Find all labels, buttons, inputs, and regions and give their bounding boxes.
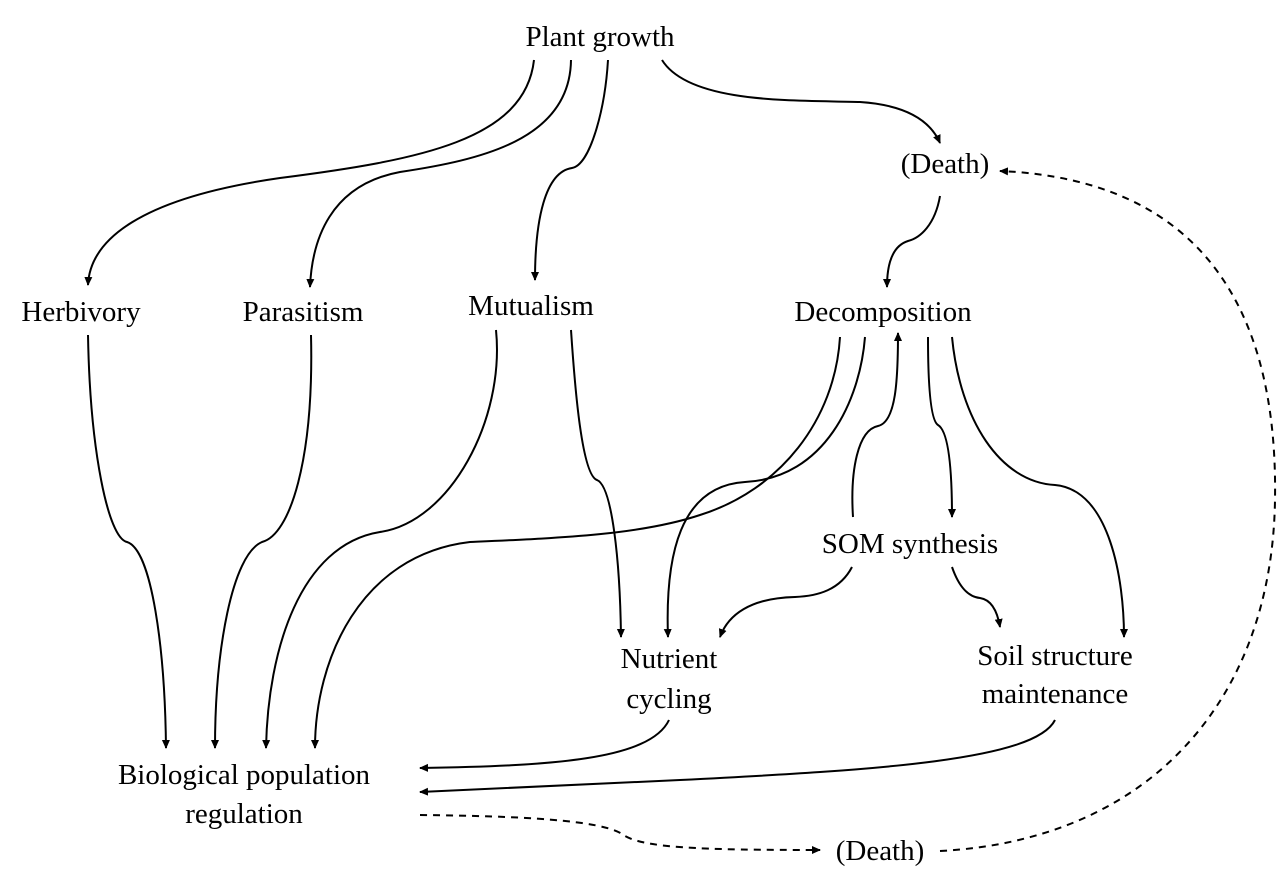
- node-death-bottom: (Death): [836, 835, 925, 867]
- edge-plant-to-herbivory: [84, 59, 535, 286]
- edge-herbivory-to-biopop: [87, 334, 170, 749]
- edge-som-to-soil: [951, 566, 1003, 628]
- edge-decomposition-to-soil: [951, 336, 1128, 638]
- node-plant-growth: Plant growth: [525, 21, 675, 53]
- node-nutrient-cycling-line1: Nutrient: [621, 643, 718, 675]
- edge-decomposition-to-nutrient: [663, 336, 866, 638]
- node-bio-pop-line1: Biological population: [118, 759, 371, 791]
- node-som-synthesis: SOM synthesis: [822, 528, 998, 560]
- edge-plant-to-parasitism: [306, 59, 572, 288]
- edge-decomposition-to-som: [927, 336, 956, 518]
- node-bio-pop-line2: regulation: [185, 798, 303, 830]
- edge-plant-to-mutualism: [531, 59, 609, 281]
- edge-biopop-to-death: [419, 814, 821, 854]
- node-herbivory: Herbivory: [21, 296, 141, 328]
- edge-death-to-death-top: [939, 167, 1277, 852]
- edge-soil-to-biopop: [419, 719, 1056, 796]
- edge-parasitism-to-biopop: [211, 334, 313, 749]
- node-death-top: (Death): [901, 148, 990, 180]
- node-decomposition: Decomposition: [794, 296, 972, 328]
- edge-som-to-nutrient: [718, 566, 853, 638]
- node-mutualism: Mutualism: [468, 290, 594, 322]
- edge-som-to-decomposition: [851, 332, 902, 518]
- edge-decomposition-to-biopop: [311, 336, 841, 749]
- node-nutrient-cycling-line2: cycling: [626, 683, 711, 715]
- edge-mutualism-to-nutrient: [570, 329, 625, 638]
- edge-plant-to-death: [661, 59, 941, 144]
- edge-death-to-decomposition: [883, 195, 941, 288]
- node-soil-structure-line2: maintenance: [982, 678, 1129, 710]
- node-soil-structure-line1: Soil structure: [977, 640, 1132, 672]
- node-parasitism: Parasitism: [243, 296, 364, 328]
- edge-nutrient-to-biopop: [419, 719, 670, 772]
- edge-mutualism-to-biopop: [262, 329, 498, 749]
